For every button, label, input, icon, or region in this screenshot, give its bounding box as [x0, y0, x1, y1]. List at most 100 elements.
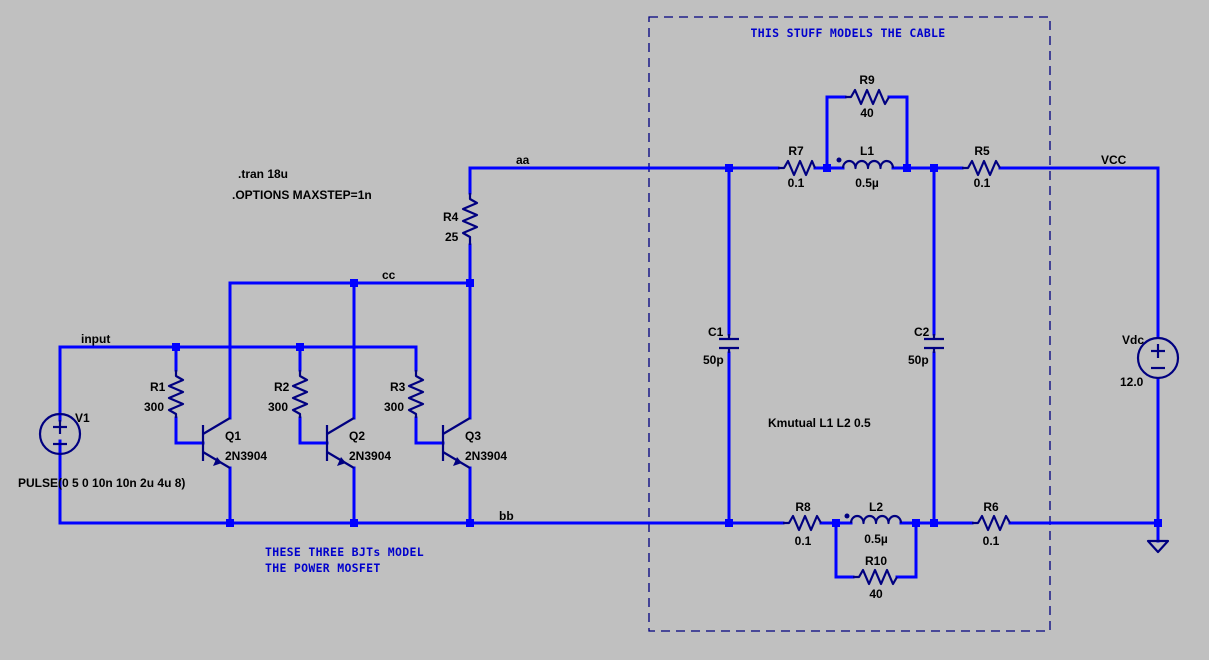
q1-transistor[interactable]	[201, 417, 231, 469]
r2-value: 300	[268, 400, 288, 414]
wire-aa[interactable]	[468, 166, 780, 195]
r6-resistor[interactable]	[972, 514, 1011, 532]
q2-name: Q2	[349, 429, 365, 443]
r6-name: R6	[983, 500, 999, 514]
l2-name: L2	[869, 500, 883, 514]
junction-node	[296, 343, 304, 351]
r8-resistor[interactable]	[783, 514, 822, 532]
cable-comment: THIS STUFF MODELS THE CABLE	[750, 26, 945, 40]
vdc-name: Vdc	[1122, 333, 1144, 347]
junction-node	[832, 519, 840, 527]
r3-name: R3	[390, 380, 406, 394]
bjt-comment-line2: THE POWER MOSFET	[265, 561, 381, 575]
wire-r10-left[interactable]	[834, 521, 855, 579]
wire-input[interactable]	[58, 345, 418, 422]
junction-node	[350, 279, 358, 287]
wire-r9-left[interactable]	[825, 95, 847, 170]
wire-r3-base[interactable]	[414, 416, 445, 445]
ground-icon	[1146, 539, 1170, 554]
vdc-value: 12.0	[1120, 375, 1144, 389]
c2-capacitor[interactable]	[924, 334, 944, 353]
net-label-input: input	[81, 332, 110, 346]
r10-resistor[interactable]	[853, 568, 898, 586]
tran-directive[interactable]: .tran 18u	[238, 167, 288, 181]
junctions	[172, 164, 1162, 527]
r10-value: 40	[869, 587, 883, 601]
r1-name: R1	[150, 380, 166, 394]
junction-node	[725, 164, 733, 172]
junction-node	[226, 519, 234, 527]
q3-value: 2N3904	[465, 449, 507, 463]
l1-value: 0.5µ	[855, 176, 879, 190]
net-label-vcc: VCC	[1101, 153, 1127, 167]
q1-name: Q1	[225, 429, 241, 443]
r7-value: 0.1	[788, 176, 805, 190]
r2-name: R2	[274, 380, 290, 394]
junction-node	[1154, 519, 1162, 527]
r3-value: 300	[384, 400, 404, 414]
l2-phase-dot	[844, 513, 850, 519]
q1-value: 2N3904	[225, 449, 267, 463]
junction-node	[466, 279, 474, 287]
bjt-comment-line1: THESE THREE BJTs MODEL	[265, 545, 424, 559]
net-label-bb: bb	[499, 509, 514, 523]
r8-value: 0.1	[795, 534, 812, 548]
wire-r1-base[interactable]	[174, 416, 205, 445]
junction-node	[466, 519, 474, 527]
r4-name: R4	[443, 210, 459, 224]
c2-name: C2	[914, 325, 930, 339]
q3-transistor[interactable]	[441, 417, 471, 469]
kmutual-directive[interactable]: Kmutual L1 L2 0.5	[768, 416, 871, 430]
r3-resistor[interactable]	[407, 370, 425, 418]
r1-resistor[interactable]	[167, 370, 185, 418]
r10-name: R10	[865, 554, 887, 568]
c1-name: C1	[708, 325, 724, 339]
r4-value: 25	[445, 230, 459, 244]
junction-node	[930, 519, 938, 527]
r7-resistor[interactable]	[778, 159, 817, 177]
wire-r2-base[interactable]	[298, 416, 329, 445]
r9-value: 40	[860, 106, 874, 120]
options-directive[interactable]: .OPTIONS MAXSTEP=1n	[232, 188, 372, 202]
l1-phase-dot	[836, 157, 842, 163]
net-label-aa: aa	[516, 153, 530, 167]
cable-boundary-box	[648, 16, 1051, 632]
junction-node	[903, 164, 911, 172]
q2-value: 2N3904	[349, 449, 391, 463]
c1-capacitor[interactable]	[719, 334, 739, 353]
junction-node	[930, 164, 938, 172]
labels: .tran 18u .OPTIONS MAXSTEP=1n Kmutual L1…	[18, 26, 1144, 601]
c1-value: 50p	[703, 353, 724, 367]
r1-value: 300	[144, 400, 164, 414]
q2-transistor[interactable]	[325, 417, 355, 469]
q3-name: Q3	[465, 429, 481, 443]
wire-vcc[interactable]	[998, 166, 1160, 339]
r8-name: R8	[795, 500, 811, 514]
r5-resistor[interactable]	[962, 159, 1001, 177]
r2-resistor[interactable]	[291, 370, 309, 418]
net-label-cc: cc	[382, 268, 396, 282]
junction-node	[912, 519, 920, 527]
wire-r10-right[interactable]	[895, 521, 918, 579]
v1-source[interactable]	[38, 412, 82, 456]
l1-name: L1	[860, 144, 874, 158]
wires	[58, 95, 1160, 579]
wire-cc[interactable]	[228, 281, 472, 420]
vdc-source[interactable]	[1136, 336, 1180, 380]
junction-node	[725, 519, 733, 527]
r5-value: 0.1	[974, 176, 991, 190]
r7-name: R7	[788, 144, 804, 158]
r6-value: 0.1	[983, 534, 1000, 548]
r9-resistor[interactable]	[845, 88, 890, 106]
wire-bb[interactable]	[58, 439, 785, 525]
r9-name: R9	[859, 73, 875, 87]
r4-resistor[interactable]	[461, 193, 479, 245]
v1-value: PULSE(0 5 0 10n 10n 2u 4u 8)	[18, 476, 185, 490]
junction-node	[350, 519, 358, 527]
wire-r9-right[interactable]	[887, 95, 909, 170]
v1-name: V1	[75, 411, 90, 425]
l2-inductor[interactable]	[844, 513, 903, 525]
c2-value: 50p	[908, 353, 929, 367]
l1-inductor[interactable]	[836, 157, 895, 170]
